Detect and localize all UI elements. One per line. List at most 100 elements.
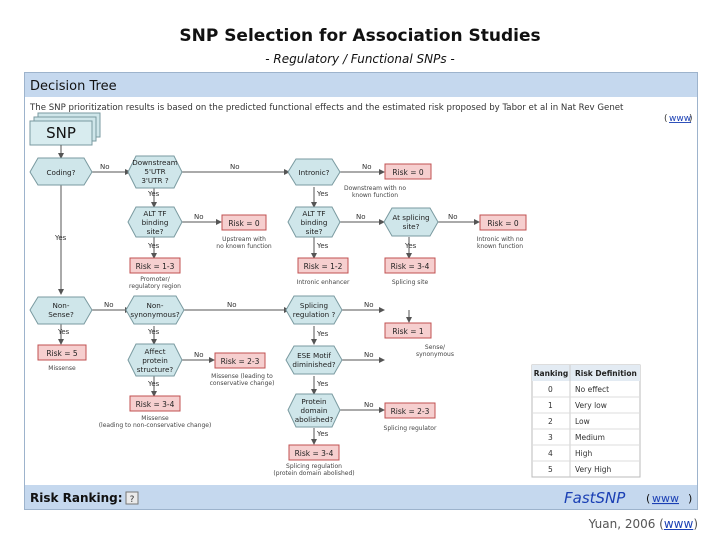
svg-text:Yes: Yes	[147, 242, 160, 250]
table-cell: Very low	[575, 401, 607, 410]
risk-box-5	[37, 344, 87, 361]
svg-text:Risk = 2-3: Risk = 2-3	[391, 407, 430, 416]
nonsense-node	[29, 296, 93, 325]
risk-box-3-4-top	[384, 257, 436, 274]
table-cell: 5	[548, 465, 553, 474]
svg-text:abolished?: abolished?	[295, 415, 334, 424]
svg-text:): )	[688, 492, 692, 505]
svg-text:Sense?: Sense?	[48, 310, 74, 319]
svg-text:No: No	[194, 351, 204, 359]
svg-text:protein: protein	[142, 356, 168, 365]
risk-box-1-3	[129, 257, 181, 274]
svg-text:Risk = 3-4: Risk = 3-4	[295, 449, 334, 458]
ese-motif-node	[285, 345, 343, 375]
svg-text:Missense (leading to: Missense (leading to	[211, 373, 273, 380]
risk-definition-col-header: Risk Definition	[575, 369, 637, 378]
description-www-link[interactable]: www	[669, 114, 691, 124]
svg-text:Risk = 5: Risk = 5	[46, 349, 78, 358]
risk-box-intronic	[384, 163, 432, 180]
tree-edges	[58, 145, 480, 445]
svg-text:Risk = 1: Risk = 1	[392, 327, 424, 336]
decision-tree-panel: Decision Tree The SNP prioritization res…	[24, 72, 698, 510]
svg-text:conservative change): conservative change)	[210, 380, 275, 387]
risk-box-2-3-right	[384, 402, 436, 419]
svg-text:Non-: Non-	[147, 301, 164, 310]
svg-text:At splicing: At splicing	[392, 213, 429, 222]
svg-text:Splicing site: Splicing site	[392, 279, 429, 286]
svg-text:regulation ?: regulation ?	[293, 310, 336, 319]
help-icon[interactable]: ?	[125, 491, 139, 505]
edge-labels: No No No Yes No Yes Yes No Yes No Yes Ye…	[54, 163, 458, 438]
table-cell: 2	[548, 417, 553, 426]
svg-text:Risk = 0: Risk = 0	[392, 168, 424, 177]
svg-text:Coding?: Coding?	[47, 168, 76, 177]
svg-text:No: No	[227, 301, 237, 309]
risk-box-1	[384, 322, 432, 339]
svg-text:No: No	[356, 213, 366, 221]
svg-text:No: No	[104, 301, 114, 309]
risk-box-tf-left	[221, 214, 267, 231]
svg-text:Yes: Yes	[316, 190, 329, 198]
citation-www-link[interactable]: www	[663, 517, 694, 531]
ranking-col-header: Ranking	[534, 369, 568, 378]
svg-text:(: (	[664, 114, 668, 124]
svg-text:Yes: Yes	[316, 380, 329, 388]
tf-binding-mid-node	[287, 206, 341, 238]
risk-box-1-2	[297, 257, 349, 274]
svg-text:No: No	[230, 163, 240, 171]
svg-text:Yes: Yes	[316, 242, 329, 250]
svg-text:Intronic?: Intronic?	[298, 168, 329, 177]
svg-text:3'UTR ?: 3'UTR ?	[141, 176, 168, 185]
svg-text:known function: known function	[477, 243, 523, 250]
svg-text:No: No	[362, 163, 372, 171]
panel-header: Decision Tree	[30, 79, 117, 94]
nonsynonymous-node	[125, 295, 185, 325]
svg-text:Splicing regulator: Splicing regulator	[384, 425, 437, 432]
svg-text:No: No	[448, 213, 458, 221]
panel-description: The SNP prioritization results is based …	[29, 103, 624, 113]
table-cell: 1	[548, 401, 553, 410]
table-cell: Low	[575, 417, 590, 426]
svg-text:structure?: structure?	[137, 365, 174, 374]
svg-text:Splicing: Splicing	[300, 301, 328, 310]
svg-text:synonymous: synonymous	[416, 351, 454, 358]
ranking-table: Ranking Risk Definition 0 No effect 1 Ve…	[531, 364, 641, 478]
affect-protein-node	[127, 343, 183, 377]
svg-text:Protein: Protein	[301, 397, 326, 406]
svg-text:(: (	[646, 492, 650, 505]
svg-text:No: No	[364, 351, 374, 359]
risk-box-2-3-left	[214, 352, 266, 369]
svg-text:ALT TF: ALT TF	[302, 209, 325, 218]
svg-text:Risk = 1-3: Risk = 1-3	[136, 262, 175, 271]
svg-text:Yes: Yes	[54, 234, 67, 242]
protein-domain-node	[287, 393, 341, 428]
svg-text:Yes: Yes	[147, 380, 160, 388]
svg-text:ESE Motif: ESE Motif	[297, 351, 331, 360]
citation-text: Yuan, 2006	[588, 517, 656, 531]
tf-binding-left-node	[127, 206, 183, 238]
fastsnp-brand: FastSNP	[564, 489, 626, 507]
svg-text:Intronic with no: Intronic with no	[477, 236, 524, 243]
svg-text:Yes: Yes	[316, 330, 329, 338]
risk-ranking-label: Risk Ranking:	[30, 491, 123, 505]
svg-text:binding: binding	[142, 218, 169, 227]
downstream-node	[127, 155, 183, 189]
svg-text:synonymous?: synonymous?	[130, 310, 179, 319]
table-cell: 4	[548, 449, 553, 458]
citation-footer: Yuan, 2006 (www)	[588, 517, 698, 531]
fastsnp-www-link[interactable]: www	[652, 492, 679, 505]
svg-text:Non-: Non-	[53, 301, 70, 310]
risk-box-splicing	[479, 214, 527, 231]
svg-text:domain: domain	[301, 406, 328, 415]
intronic-node	[287, 158, 341, 186]
splicing-regulation-node	[285, 295, 343, 325]
svg-text:Risk = 3-4: Risk = 3-4	[136, 400, 175, 409]
svg-text:SNP: SNP	[46, 124, 76, 142]
page-subtitle: - Regulatory / Functional SNPs -	[265, 52, 455, 66]
annotations: Downstream with no known function Upstre…	[48, 185, 523, 477]
svg-text:Missense: Missense	[48, 365, 76, 372]
svg-text:ALT TF: ALT TF	[143, 209, 166, 218]
svg-text:(protein domain abolished): (protein domain abolished)	[273, 470, 354, 477]
svg-text:no known function: no known function	[216, 243, 272, 250]
svg-text:binding: binding	[301, 218, 328, 227]
